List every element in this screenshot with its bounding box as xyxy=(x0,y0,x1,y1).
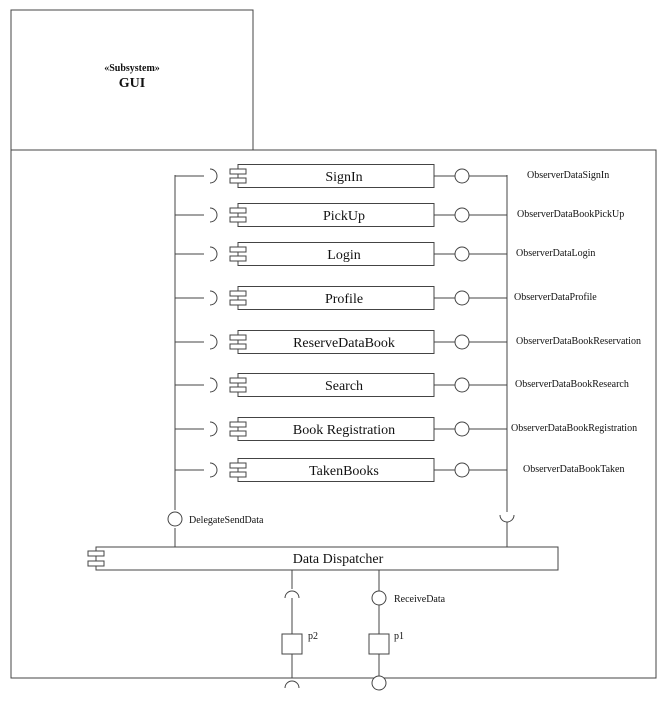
component-tab-bottom xyxy=(229,177,247,184)
provided-interface xyxy=(454,168,470,184)
component-label: Book Registration xyxy=(293,423,395,438)
required-interface-socket xyxy=(209,207,218,223)
observer-label: ObserverDataBookRegistration xyxy=(511,423,637,434)
provided-interface xyxy=(454,334,470,350)
component-row: ReserveDataBook ObserverDataBookReservati… xyxy=(175,330,641,354)
component-row: SignIn ObserverDataSignIn xyxy=(175,164,609,188)
component-row: Login ObserverDataLogin xyxy=(175,242,595,266)
observer-label: ObserverDataProfile xyxy=(514,292,597,303)
component-tab-bottom xyxy=(229,430,247,437)
required-interface-socket xyxy=(209,168,218,184)
required-interface-socket xyxy=(209,377,218,393)
component-row: Search ObserverDataBookResearch xyxy=(175,373,629,397)
required-interface-socket xyxy=(209,246,218,262)
component-tab-bottom xyxy=(229,216,247,223)
component-label: Search xyxy=(325,379,363,394)
receive-data-interface xyxy=(371,590,387,606)
required-interface-socket xyxy=(209,334,218,350)
required-interface-socket xyxy=(209,290,218,306)
data-dispatcher-tab-top xyxy=(87,550,105,557)
delegate-send-data-label: DelegateSendData xyxy=(189,515,264,526)
component-tab-top xyxy=(229,421,247,428)
subsystem-stereotype: «Subsystem» xyxy=(104,63,160,74)
observer-label: ObserverDataBookResearch xyxy=(515,379,629,390)
observer-label: ObserverDataBookReservation xyxy=(516,336,641,347)
data-dispatcher-box xyxy=(95,546,559,571)
component-tab-bottom xyxy=(229,255,247,262)
observer-label: ObserverDataSignIn xyxy=(527,170,609,181)
component-row: PickUp ObserverDataBookPickUp xyxy=(175,203,624,227)
component-row: TakenBooks ObserverDataBookTaken xyxy=(175,458,624,482)
component-label: PickUp xyxy=(323,209,365,224)
component-label: Profile xyxy=(325,292,363,307)
component-label: SignIn xyxy=(325,170,362,185)
delegate-send-data-interface xyxy=(167,511,183,527)
p2-upper-socket xyxy=(284,590,300,599)
p1-external-interface xyxy=(371,675,387,691)
provided-interface xyxy=(454,421,470,437)
p2-port xyxy=(281,633,303,655)
p1-label: p1 xyxy=(394,631,404,642)
subsystem-name: GUI xyxy=(119,76,145,91)
component-row: Profile ObserverDataProfile xyxy=(175,286,597,310)
subsystem-header-box xyxy=(10,9,254,151)
observer-label: ObserverDataLogin xyxy=(516,248,595,259)
component-tab-bottom xyxy=(229,343,247,350)
observer-label: ObserverDataBookPickUp xyxy=(517,209,624,220)
receive-data-label: ReceiveData xyxy=(394,594,446,605)
component-label: TakenBooks xyxy=(309,464,379,479)
component-tab-top xyxy=(229,377,247,384)
component-tab-bottom xyxy=(229,299,247,306)
data-dispatcher-label: Data Dispatcher xyxy=(293,552,384,567)
component-tab-top xyxy=(229,334,247,341)
component-tab-top xyxy=(229,246,247,253)
p1-port xyxy=(368,633,390,655)
required-interface-socket xyxy=(209,462,218,478)
component-tab-bottom xyxy=(229,471,247,478)
component-tab-top xyxy=(229,462,247,469)
provided-interface xyxy=(454,462,470,478)
provided-interface xyxy=(454,377,470,393)
provided-interface xyxy=(454,207,470,223)
component-row: Book Registration ObserverDataBookRegistr… xyxy=(175,417,637,441)
p2-external-socket xyxy=(284,680,300,689)
observer-label: ObserverDataBookTaken xyxy=(523,464,624,475)
data-dispatcher-tab-bottom xyxy=(87,560,105,567)
component-label: Login xyxy=(327,248,360,263)
provided-interface xyxy=(454,246,470,262)
subsystem-body-box xyxy=(10,149,657,679)
component-label: ReserveDataBook xyxy=(293,336,395,351)
component-tab-bottom xyxy=(229,386,247,393)
component-tab-top xyxy=(229,207,247,214)
p2-label: p2 xyxy=(308,631,318,642)
component-tab-top xyxy=(229,290,247,297)
component-tab-top xyxy=(229,168,247,175)
provided-interface xyxy=(454,290,470,306)
required-interface-socket xyxy=(209,421,218,437)
